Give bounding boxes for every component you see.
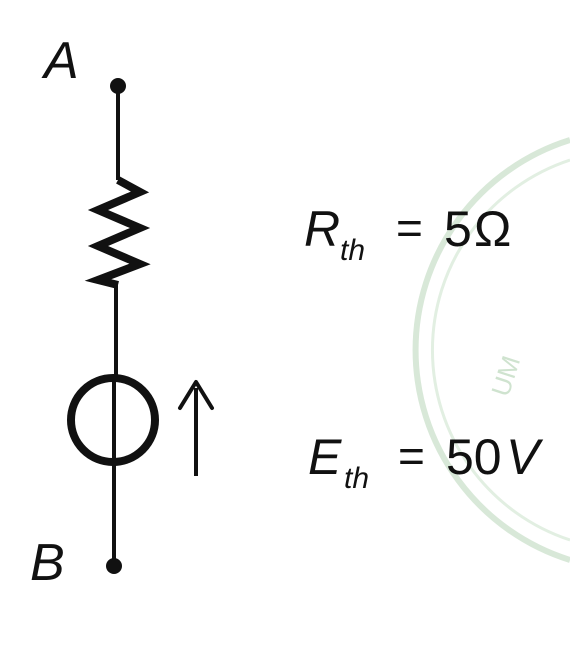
resistor-symbol <box>84 176 151 289</box>
eth-value: 50 <box>446 429 502 485</box>
eth-subscript: th <box>344 462 369 495</box>
node-b-terminal <box>106 558 122 574</box>
rth-equals: = <box>396 202 423 254</box>
eth-unit: V <box>506 429 544 485</box>
eth-symbol: E <box>308 429 342 485</box>
rth-equation: R th = 5 Ω <box>304 201 511 267</box>
watermark-ring-outer <box>412 137 570 563</box>
rth-subscript: th <box>340 234 365 267</box>
node-a-label: A <box>41 32 79 90</box>
eth-equation: E th = 50 V <box>308 429 544 495</box>
watermark-text: UM <box>485 352 526 400</box>
rth-value: 5 <box>444 201 472 257</box>
eth-equals: = <box>398 430 425 482</box>
rth-unit: Ω <box>474 201 511 257</box>
node-b-label: B <box>30 534 65 592</box>
watermark-ring-inner <box>431 158 570 542</box>
up-arrow-icon <box>178 380 214 476</box>
rth-symbol: R <box>304 201 340 257</box>
